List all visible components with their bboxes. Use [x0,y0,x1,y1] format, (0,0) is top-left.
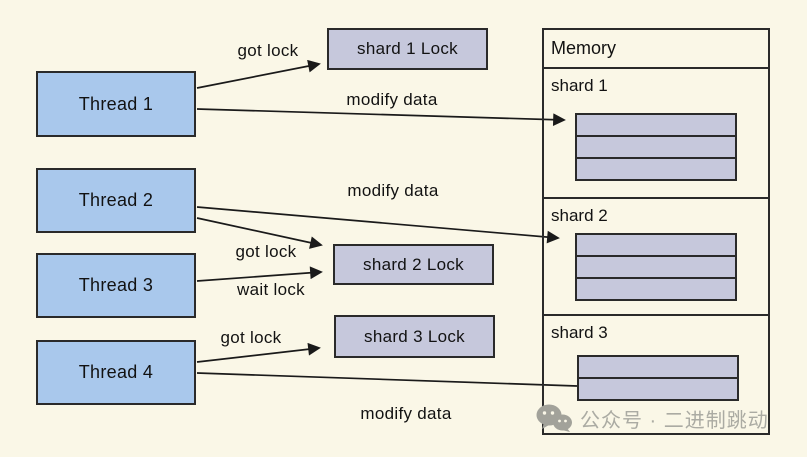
shard-2-lock-box: shard 2 Lock [333,244,494,285]
edge-label-wait-lock: wait lock [237,280,305,299]
thread-3-box: Thread 3 [36,253,196,318]
shard-3-data-rows [577,355,739,401]
shard-1-label: shard 1 [551,76,608,95]
edge-thread2-shard2 [196,206,560,244]
data-row [579,357,737,377]
memory-section-shard-2: shard 2 [544,197,768,314]
watermark: 公众号 · 二进制跳动 [536,403,769,433]
shard-1-lock-label: shard 1 Lock [357,39,458,58]
thread-1-box: Thread 1 [36,71,196,137]
edge-label-got-lock-3: got lock [220,328,282,347]
shard-3-lock-label: shard 3 Lock [364,326,465,346]
edge-thread3-lock2 [196,266,323,282]
watermark-text: 公众号 · 二进制跳动 [580,409,769,432]
thread-2-box: Thread 2 [36,168,196,233]
shard-2-lock-label: shard 2 Lock [363,254,464,274]
shard-3-label: shard 3 [551,323,608,342]
edge-label-modify-data-1: modify data [346,90,438,109]
edge-thread4-lock3 [196,342,321,363]
data-row [577,277,735,299]
thread-4-box: Thread 4 [36,340,196,405]
edge-label-got-lock-2: got lock [235,242,297,261]
edge-thread2-lock2 [196,217,323,249]
thread-1-label: Thread 1 [78,93,154,114]
shard-3-lock-box: shard 3 Lock [334,315,495,358]
edge-thread1-shard1 [196,108,566,127]
shard-1-lock-box: shard 1 Lock [327,28,488,70]
thread-3-label: Thread 3 [78,275,154,295]
memory-title: Memory [544,30,768,69]
data-row [579,377,737,399]
thread-4-label: Thread 4 [78,362,154,382]
edge-label-got-lock-1: got lock [237,41,299,60]
edge-label-modify-data-2: modify data [347,181,439,200]
memory-section-shard-1: shard 1 [544,69,768,197]
memory-section-shard-3: shard 3 [544,314,768,433]
wechat-icon [536,404,572,432]
data-row [577,157,735,179]
data-row [577,115,735,135]
shard-2-data-rows [575,233,737,301]
data-row [577,135,735,157]
edge-thread4-shard3 [196,372,578,387]
shard-1-data-rows [575,113,737,181]
shard-2-label: shard 2 [551,206,608,225]
thread-2-label: Thread 2 [78,190,154,210]
data-row [577,235,735,255]
edge-label-modify-data-3: modify data [360,404,452,423]
data-row [577,255,735,277]
memory-box: Memory shard 1 shard 2 shard 3 [542,28,770,435]
edge-thread1-lock1 [196,59,321,89]
